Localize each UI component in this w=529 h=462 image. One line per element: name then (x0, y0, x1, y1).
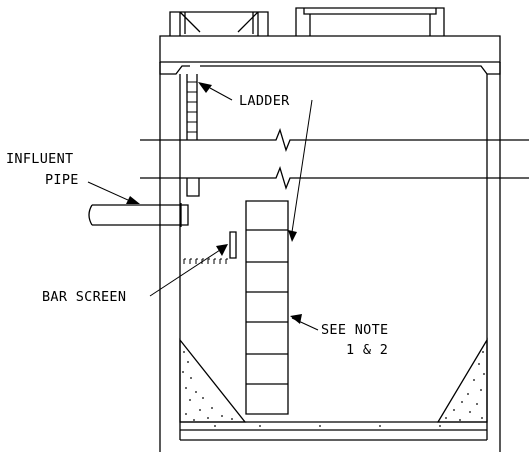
floor-fillets (179, 337, 488, 441)
bar-screen (183, 231, 237, 264)
arrowheads (126, 82, 302, 324)
see-note-label-line1: SEE NOTE (321, 322, 388, 338)
influent-label-line2: PIPE (45, 172, 79, 188)
wet-well-walls (159, 62, 501, 452)
break-lines (140, 128, 529, 190)
see-note-label-line2: 1 & 2 (346, 342, 388, 358)
bar-screen-label: BAR SCREEN (42, 289, 126, 305)
wall-ladder (186, 74, 200, 197)
top-slab (159, 7, 501, 75)
ladder-front-view (245, 200, 289, 415)
influent-label-line1: INFLUENT (6, 151, 73, 167)
ladder-label: LADDER (239, 93, 290, 109)
influent-pipe (88, 203, 189, 227)
